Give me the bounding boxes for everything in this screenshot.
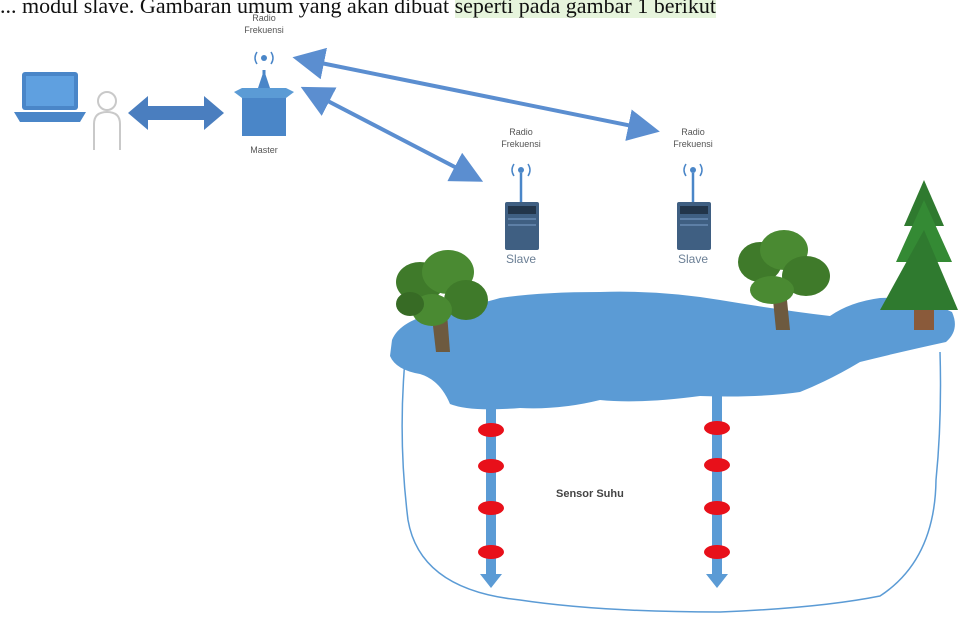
master-radio-line2: Frekuensi	[244, 25, 284, 35]
slave-left-antenna-icon	[511, 163, 531, 202]
user-master-link-arrow	[128, 96, 224, 130]
laptop-icon	[14, 72, 86, 122]
tree-middle-icon	[738, 230, 830, 330]
sensor-node	[478, 501, 504, 515]
slave-right-radio-line1: Radio	[681, 127, 705, 137]
master-device-icon	[234, 70, 294, 136]
master-antenna-signal-icon	[254, 51, 274, 65]
pine-tree-icon	[880, 180, 958, 330]
sensor-node	[478, 459, 504, 473]
master-radio-label: Radio Frekuensi	[234, 12, 294, 36]
tree-left-icon	[396, 250, 488, 352]
sensor-node	[704, 501, 730, 515]
slave-left-radio-line2: Frekuensi	[501, 139, 541, 149]
master-slave-right-link	[292, 47, 660, 141]
master-slave-left-link	[300, 86, 484, 182]
sensor-node	[704, 421, 730, 435]
caption-text: ... modul slave. Gambaran umum yang akan…	[0, 0, 455, 18]
master-label: Master	[250, 145, 278, 155]
sensor-node	[704, 545, 730, 559]
sensor-node	[704, 458, 730, 472]
master-radio-line1: Radio	[252, 13, 276, 23]
slave-left-radio-label: Radio Frekuensi	[491, 126, 551, 150]
slave-right-label: Slave	[677, 252, 709, 266]
slave-right-antenna-icon	[683, 163, 703, 202]
lake-shape	[390, 291, 955, 410]
sensor-node	[478, 423, 504, 437]
slave-left-radio-line1: Radio	[509, 127, 533, 137]
ground-outline	[401, 351, 942, 613]
slave-left-device-icon	[505, 202, 539, 250]
sensor-probe-right	[706, 384, 728, 588]
slave-right-radio-line2: Frekuensi	[673, 139, 713, 149]
slave-right-radio-label: Radio Frekuensi	[663, 126, 723, 150]
user-icon	[93, 91, 121, 150]
caption-line: ... modul slave. Gambaran umum yang akan…	[0, 0, 961, 18]
slave-right-device-icon	[677, 202, 711, 250]
caption-highlight: seperti pada gambar 1 berikut	[454, 0, 717, 18]
sensor-node	[478, 545, 504, 559]
slave-left-label: Slave	[505, 252, 537, 266]
sensor-probe-left	[480, 386, 502, 588]
sensor-label: Sensor Suhu	[556, 488, 624, 500]
